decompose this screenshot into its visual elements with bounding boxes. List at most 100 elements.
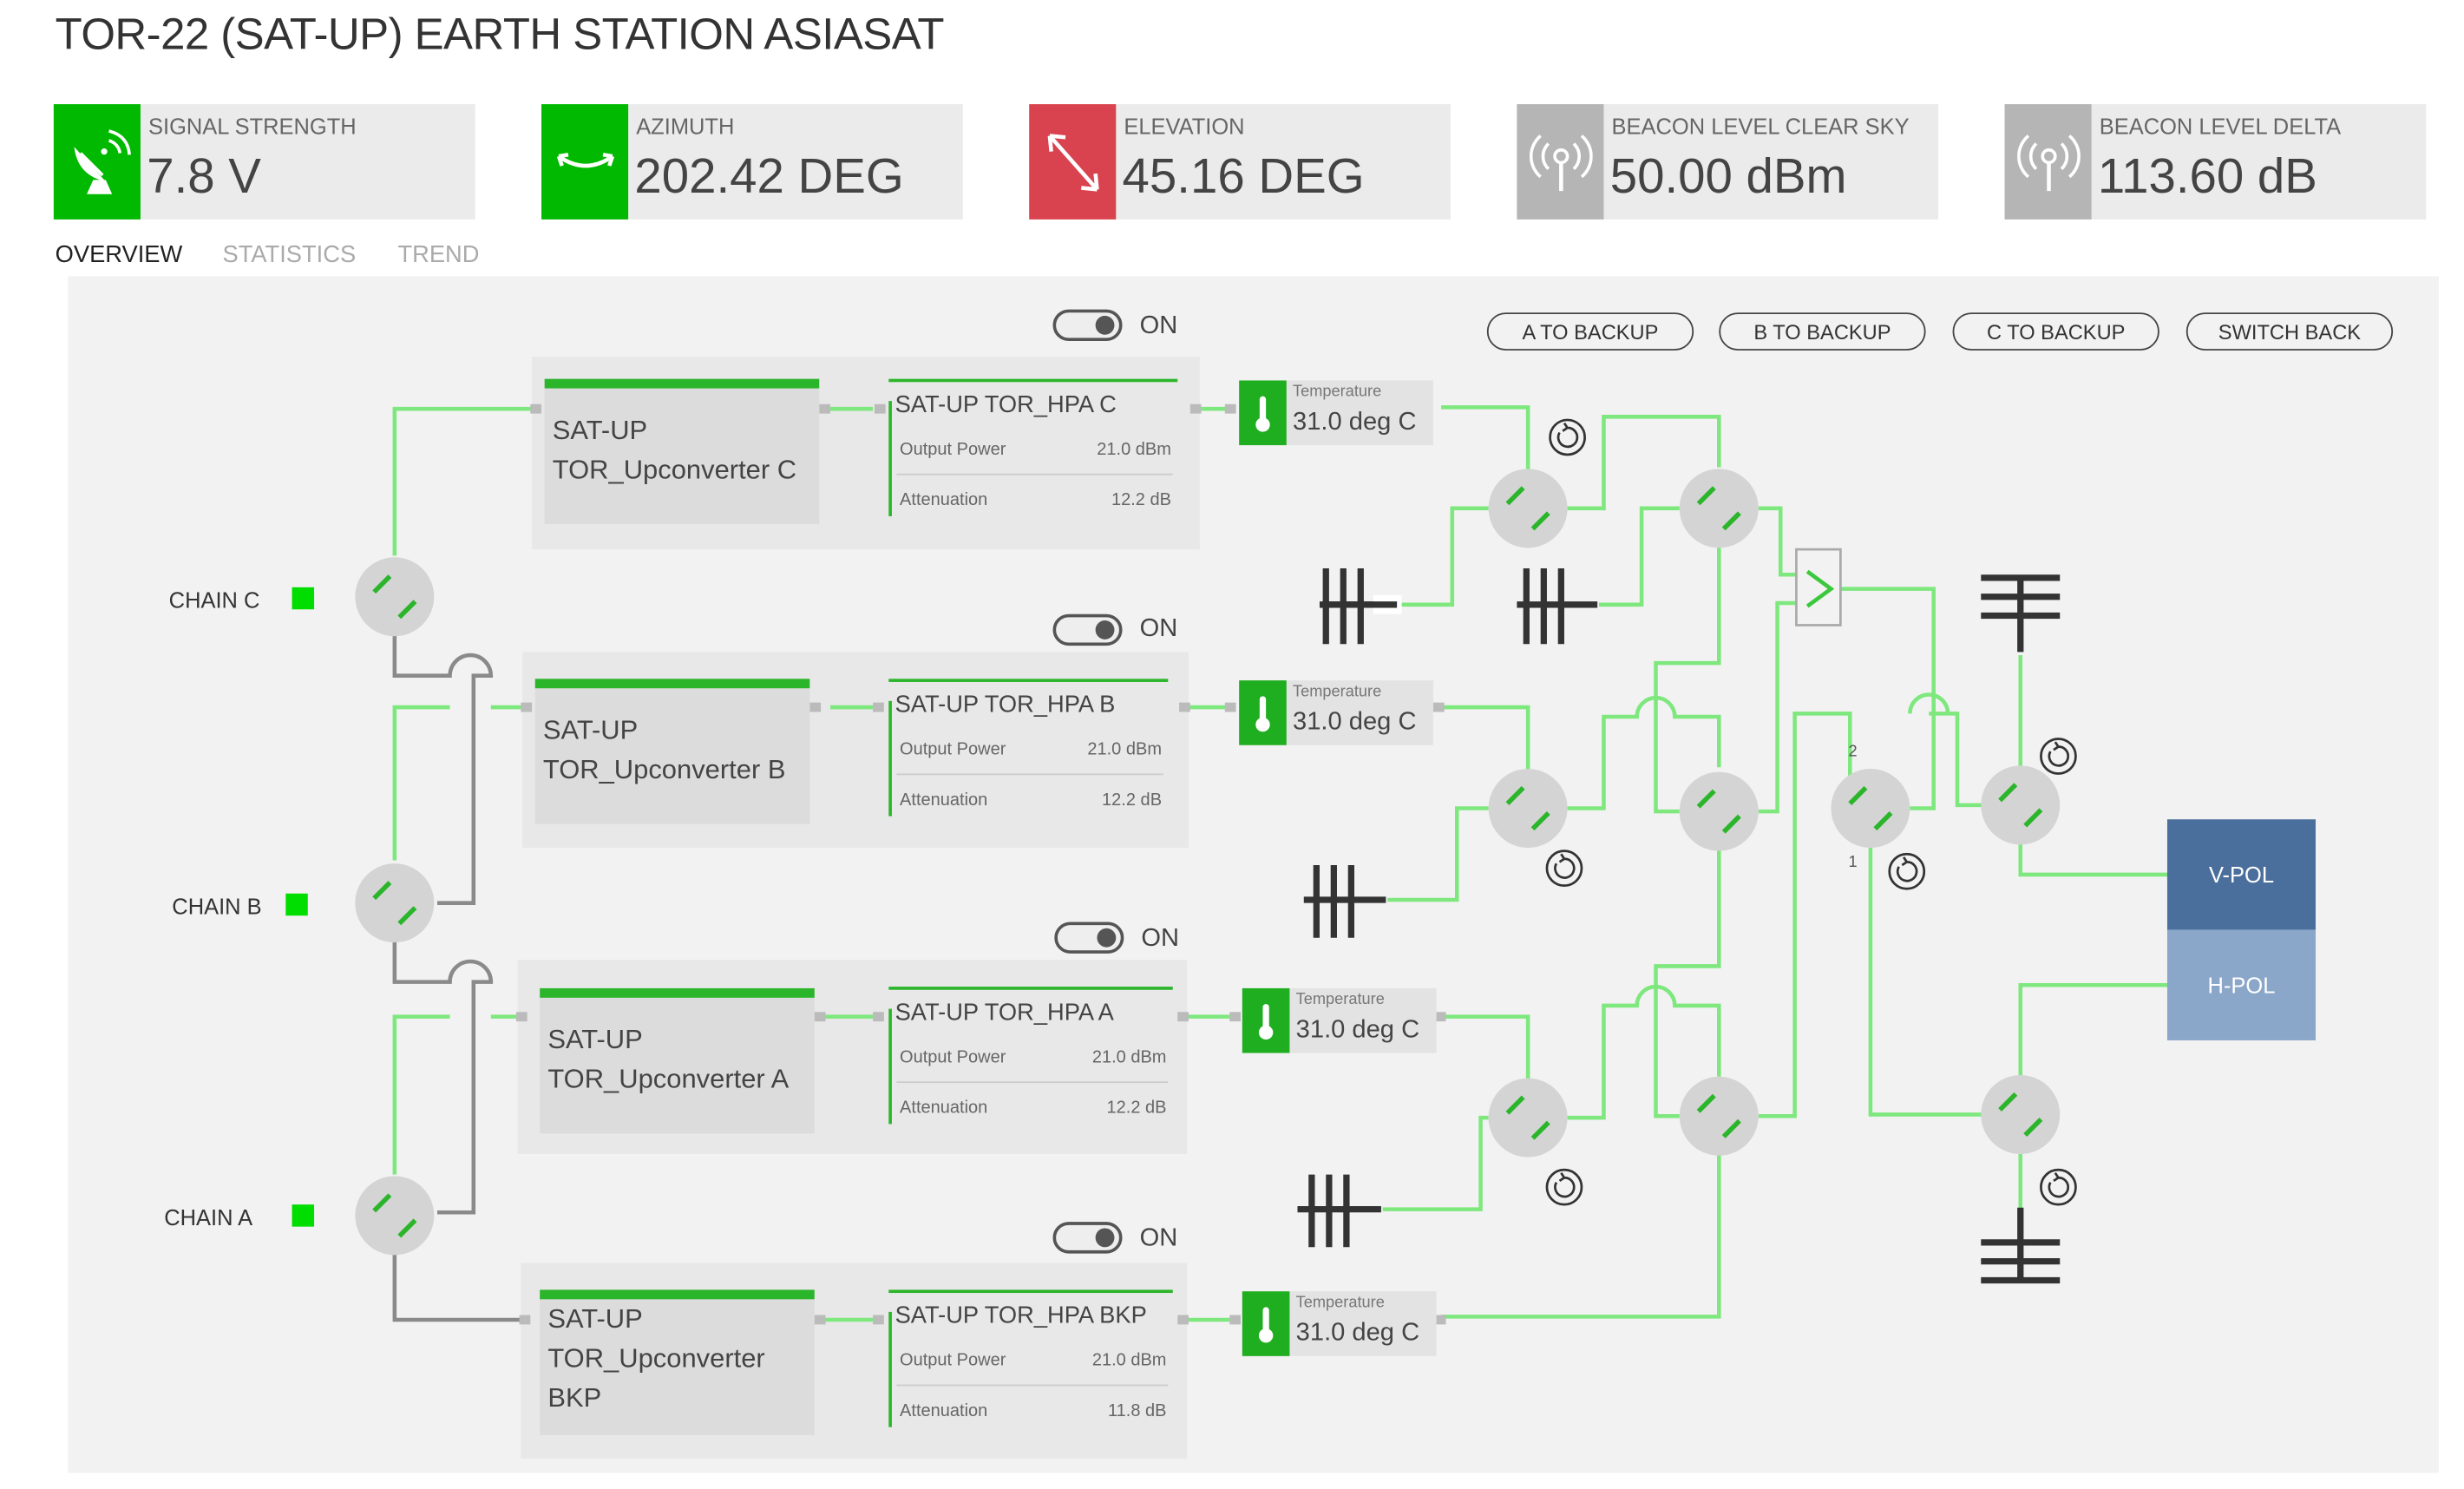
temperature-value: 31.0 deg C <box>1293 409 1417 436</box>
attenuation-label: Attenuation <box>900 1099 988 1118</box>
chain-label-c: CHAIN C <box>168 587 260 613</box>
temperature-bkp[interactable]: Temperature 31.0 deg C <box>1242 1291 1437 1356</box>
waveguide-switch[interactable] <box>1679 771 1759 851</box>
card-value: 113.60 dB <box>2097 148 2317 204</box>
card-label: SIGNAL STRENGTH <box>148 113 357 140</box>
temperature-label: Temperature <box>1293 683 1382 701</box>
tab-overview[interactable]: OVERVIEW <box>55 241 183 269</box>
upconverter-c[interactable]: SAT-UP TOR_Upconverter C <box>544 378 820 525</box>
upconverter-label: SAT-UP <box>552 415 648 446</box>
card-label: BEACON LEVEL DELTA <box>2099 113 2342 140</box>
card-value: 7.8 V <box>147 148 261 204</box>
upconverter-b[interactable]: SAT-UP TOR_Upconverter B <box>534 679 810 824</box>
a-to-backup-button[interactable]: A TO BACKUP <box>1486 312 1694 351</box>
upconverter-label: SAT-UP <box>542 715 639 745</box>
upconverter-label: BKP <box>547 1382 602 1414</box>
card-value: 45.16 DEG <box>1122 148 1365 204</box>
tab-trend[interactable]: TREND <box>397 241 480 269</box>
chain-c-power-toggle[interactable] <box>1052 309 1123 341</box>
waveguide-switch[interactable] <box>355 863 435 943</box>
temperature-label: Temperature <box>1293 384 1382 402</box>
toggle-state-label: ON <box>1141 925 1180 953</box>
hpa-name: SAT-UP TOR_HPA B <box>895 691 1116 718</box>
backup-power-toggle[interactable] <box>1052 1222 1123 1254</box>
beacon-delta-card[interactable]: BEACON LEVEL DELTA 113.60 dB <box>2004 104 2427 220</box>
output-power-label: Output Power <box>900 440 1006 460</box>
chain-b-power-toggle[interactable] <box>1052 613 1123 646</box>
elevation-arrows-icon <box>1029 104 1117 220</box>
temperature-value: 31.0 deg C <box>1295 1016 1420 1044</box>
output-power-label: Output Power <box>900 1048 1006 1067</box>
temperature-label: Temperature <box>1295 991 1385 1009</box>
upconverter-label: TOR_Upconverter <box>547 1343 765 1374</box>
thermometer-icon <box>1239 380 1287 446</box>
attenuation-label: Attenuation <box>900 790 988 810</box>
waveguide-switch[interactable] <box>1488 1078 1568 1158</box>
output-power-label: Output Power <box>900 1351 1006 1371</box>
port-label: 1 <box>1848 854 1858 872</box>
b-to-backup-button[interactable]: B TO BACKUP <box>1719 312 1926 351</box>
upconverter-label: TOR_Upconverter A <box>547 1064 790 1094</box>
toggle-state-label: ON <box>1139 615 1178 643</box>
card-value: 50.00 dBm <box>1609 148 1847 204</box>
chain-a-power-toggle[interactable] <box>1054 922 1124 954</box>
upconverter-label: TOR_Upconverter C <box>552 454 797 485</box>
attenuation-label: Attenuation <box>900 1401 988 1421</box>
waveguide-switch[interactable] <box>1679 469 1759 548</box>
page-title: TOR-22 (SAT-UP) EARTH STATION ASIASAT <box>55 9 945 59</box>
satellite-dish-icon <box>53 104 141 220</box>
thermometer-icon <box>1239 680 1287 745</box>
chain-status-indicator <box>285 893 308 916</box>
tab-statistics[interactable]: STATISTICS <box>222 241 357 269</box>
waveguide-switch[interactable] <box>1981 1074 2061 1154</box>
beacon-antenna-icon <box>1517 104 1604 220</box>
upconverter-label: SAT-UP <box>547 1303 643 1335</box>
attenuation-value: 12.2 dB <box>1111 490 1171 510</box>
temperature-c[interactable]: Temperature 31.0 deg C <box>1239 380 1433 446</box>
card-value: 202.42 DEG <box>634 148 904 204</box>
temperature-b[interactable]: Temperature 31.0 deg C <box>1239 680 1433 745</box>
thermometer-icon <box>1242 1291 1290 1356</box>
upconverter-label: TOR_Upconverter B <box>542 754 786 785</box>
waveguide-switch[interactable] <box>1488 469 1568 548</box>
waveguide-switch[interactable] <box>1679 1076 1759 1156</box>
output-power-value: 21.0 dBm <box>1087 740 1163 760</box>
attenuation-value: 11.8 dB <box>1107 1401 1167 1421</box>
output-power-value: 21.0 dBm <box>1097 440 1171 460</box>
chain-label-a: CHAIN A <box>164 1204 253 1230</box>
azimuth-card[interactable]: AZIMUTH 202.42 DEG <box>541 104 963 220</box>
attenuation-value: 12.2 dB <box>1102 790 1163 810</box>
elevation-card[interactable]: ELEVATION 45.16 DEG <box>1029 104 1451 220</box>
hpa-c[interactable]: SAT-UP TOR_HPA C Output Power 21.0 dBm At… <box>888 378 1178 524</box>
card-label: AZIMUTH <box>636 113 735 140</box>
temperature-value: 31.0 deg C <box>1295 1319 1420 1347</box>
switch-back-button[interactable]: SWITCH BACK <box>2185 312 2394 351</box>
waveguide-switch[interactable] <box>355 1176 435 1256</box>
toggle-state-label: ON <box>1139 1224 1178 1252</box>
c-to-backup-button[interactable]: C TO BACKUP <box>1952 312 2159 351</box>
toggle-state-label: ON <box>1139 312 1178 340</box>
beacon-clear-sky-card[interactable]: BEACON LEVEL CLEAR SKY 50.00 dBm <box>1517 104 1939 220</box>
waveguide-switch[interactable] <box>355 557 435 637</box>
chain-label-b: CHAIN B <box>172 893 262 919</box>
hpa-name: SAT-UP TOR_HPA C <box>895 391 1117 419</box>
h-pol-output[interactable]: H-POL <box>2166 929 2316 1040</box>
waveguide-switch[interactable] <box>1981 765 2061 845</box>
attenuation-label: Attenuation <box>900 490 988 510</box>
card-label: BEACON LEVEL CLEAR SKY <box>1611 113 1910 140</box>
temperature-a[interactable]: Temperature 31.0 deg C <box>1242 987 1437 1053</box>
dummy-load-icon <box>1319 567 1402 645</box>
waveguide-switch[interactable] <box>1488 769 1568 848</box>
card-label: ELEVATION <box>1124 113 1245 140</box>
signal-strength-card[interactable]: SIGNAL STRENGTH 7.8 V <box>53 104 475 220</box>
waveguide-switch[interactable] <box>1831 769 1910 848</box>
v-pol-output[interactable]: V-POL <box>2166 819 2316 930</box>
chain-status-indicator <box>292 587 315 610</box>
temperature-label: Temperature <box>1295 1294 1385 1312</box>
